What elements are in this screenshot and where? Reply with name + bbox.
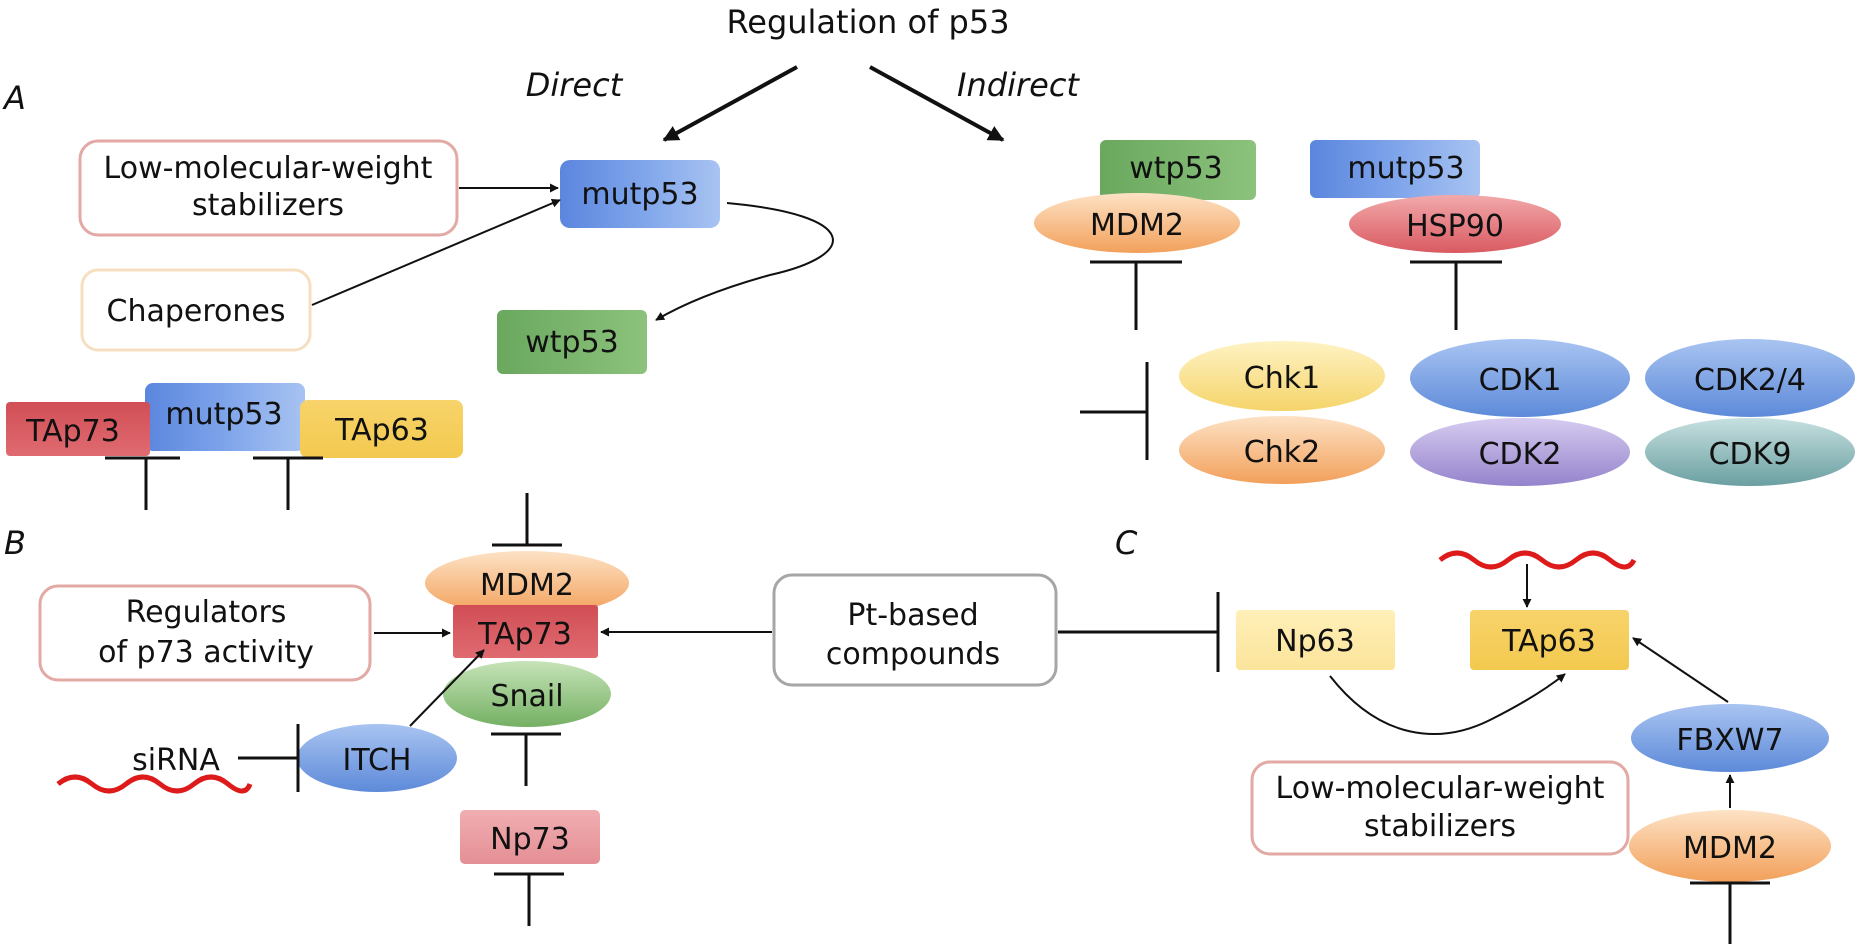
chk1-node xyxy=(1179,341,1385,411)
panel-label-c: C xyxy=(1115,524,1138,562)
np63-label: Np63 xyxy=(1275,624,1355,659)
tap63-a-label: TAp63 xyxy=(334,413,429,448)
np73-label: Np73 xyxy=(490,822,570,857)
regulators-line2: of p73 activity xyxy=(98,635,314,670)
cdk2-4-label: CDK2/4 xyxy=(1694,363,1806,398)
sirna-inhibition xyxy=(238,724,300,792)
itch-to-tap73-arrow xyxy=(409,649,485,727)
tap73-a-node xyxy=(6,402,150,456)
np63-to-tap63-arrow xyxy=(1329,673,1566,735)
sirna-wave-icon xyxy=(56,774,253,794)
mutp53-indirect-label: mutp53 xyxy=(1347,151,1464,186)
fbxw7-to-tap63-arrow xyxy=(1632,637,1729,703)
fbxw7-node xyxy=(1631,704,1829,772)
hsp90-node xyxy=(1349,195,1561,253)
mdm2-b-node xyxy=(425,551,629,615)
complex-inhibition-bars xyxy=(105,456,323,510)
mdm2-c-inhibition-bar xyxy=(1690,881,1770,944)
tap73-b-label: TAp73 xyxy=(477,617,572,652)
mdm2-c-label: MDM2 xyxy=(1683,831,1777,866)
svg-text:Low-molecular-weight: Low-molecular-weight xyxy=(104,151,433,186)
snail-to-np73-inhibition-bar xyxy=(491,732,561,786)
hsp90-label: HSP90 xyxy=(1406,209,1504,244)
mdm2-b-label: MDM2 xyxy=(480,568,574,603)
cdk1-label: CDK1 xyxy=(1479,363,1562,398)
pt-to-np63-inhibition xyxy=(1058,592,1220,672)
np63-node xyxy=(1236,610,1395,670)
mdm2-a-node xyxy=(1034,193,1240,253)
mutp53-indirect-node xyxy=(1310,140,1480,198)
snail-node xyxy=(443,661,611,727)
mutp53-complex-node xyxy=(145,383,305,451)
wtp53-direct-label: wtp53 xyxy=(525,325,619,360)
indirect-inhibition-bars xyxy=(1080,260,1502,460)
mutp53-complex-label: mutp53 xyxy=(165,397,282,432)
panel-label-b: B xyxy=(4,524,26,562)
np73-node xyxy=(460,810,600,864)
lmw-stabilizers-c-line2: stabilizers xyxy=(1364,809,1516,844)
mutp53-to-wtp53-arrow xyxy=(655,202,834,321)
chk1-label: Chk1 xyxy=(1244,361,1320,396)
tap63-c-label: TAp63 xyxy=(1501,624,1596,659)
tap73-b-node xyxy=(453,605,598,658)
mdm2-a-label: MDM2 xyxy=(1090,208,1184,243)
sirna-label: siRNA xyxy=(132,743,220,778)
fbxw7-label: FBXW7 xyxy=(1676,723,1783,758)
diagram-title: Regulation of p53 xyxy=(726,3,1009,41)
mutp53-direct-label: mutp53 xyxy=(581,177,698,212)
lmw-stabilizers-box-a xyxy=(78,139,459,237)
direct-arrow xyxy=(662,65,798,142)
pt-compounds-line2: compounds xyxy=(826,637,1000,672)
lmw-stabilizers-a-line1: Low-molecular-weight xyxy=(104,151,433,186)
tap63-wave-icon xyxy=(1438,550,1637,570)
tap63-a-node xyxy=(300,400,463,458)
itch-label: ITCH xyxy=(343,743,412,778)
snail-label: Snail xyxy=(490,679,563,714)
itch-node xyxy=(297,724,457,792)
pt-compounds-box xyxy=(772,573,1058,687)
indirect-arrow xyxy=(869,65,1005,142)
np73-inhibition-bar xyxy=(494,872,564,926)
cdk2-4-node xyxy=(1645,339,1855,417)
chaperones-box xyxy=(80,268,312,352)
cdk9-node xyxy=(1645,418,1855,486)
wtp53-direct-node xyxy=(497,310,647,374)
wtp53-indirect-node xyxy=(1100,140,1256,200)
panel-label-a: A xyxy=(2,79,26,117)
tap63-c-node xyxy=(1470,610,1629,670)
regulators-box xyxy=(38,584,372,682)
wtp53-indirect-label: wtp53 xyxy=(1129,151,1223,186)
cdk9-label: CDK9 xyxy=(1709,437,1792,472)
svg-text:stabilizers: stabilizers xyxy=(192,188,344,223)
branch-direct-label: Direct xyxy=(526,66,624,104)
pt-compounds-line1: Pt-based xyxy=(847,598,978,633)
lmw-stabilizers-c-line1: Low-molecular-weight xyxy=(1276,771,1605,806)
chk2-node xyxy=(1179,416,1385,484)
lmw-stabilizers-a-line2: stabilizers xyxy=(192,188,344,223)
cdk2-node xyxy=(1410,418,1630,486)
cdk2-label: CDK2 xyxy=(1479,437,1562,472)
branch-indirect-label: Indirect xyxy=(957,66,1080,104)
chaperones-label: Chaperones xyxy=(107,294,286,329)
cdk1-node xyxy=(1410,339,1630,417)
tap73-a-label: TAp73 xyxy=(25,414,120,449)
chk2-label: Chk2 xyxy=(1244,435,1320,470)
regulators-line1: Regulators xyxy=(126,595,287,630)
mdm2-c-node xyxy=(1629,810,1831,882)
chaperones-to-mutp53-arrow xyxy=(311,199,561,306)
mutp53-direct-node xyxy=(560,160,720,228)
mdm2-b-inhibition-bar xyxy=(492,493,562,547)
lmw-stabilizers-box-c xyxy=(1250,760,1630,856)
